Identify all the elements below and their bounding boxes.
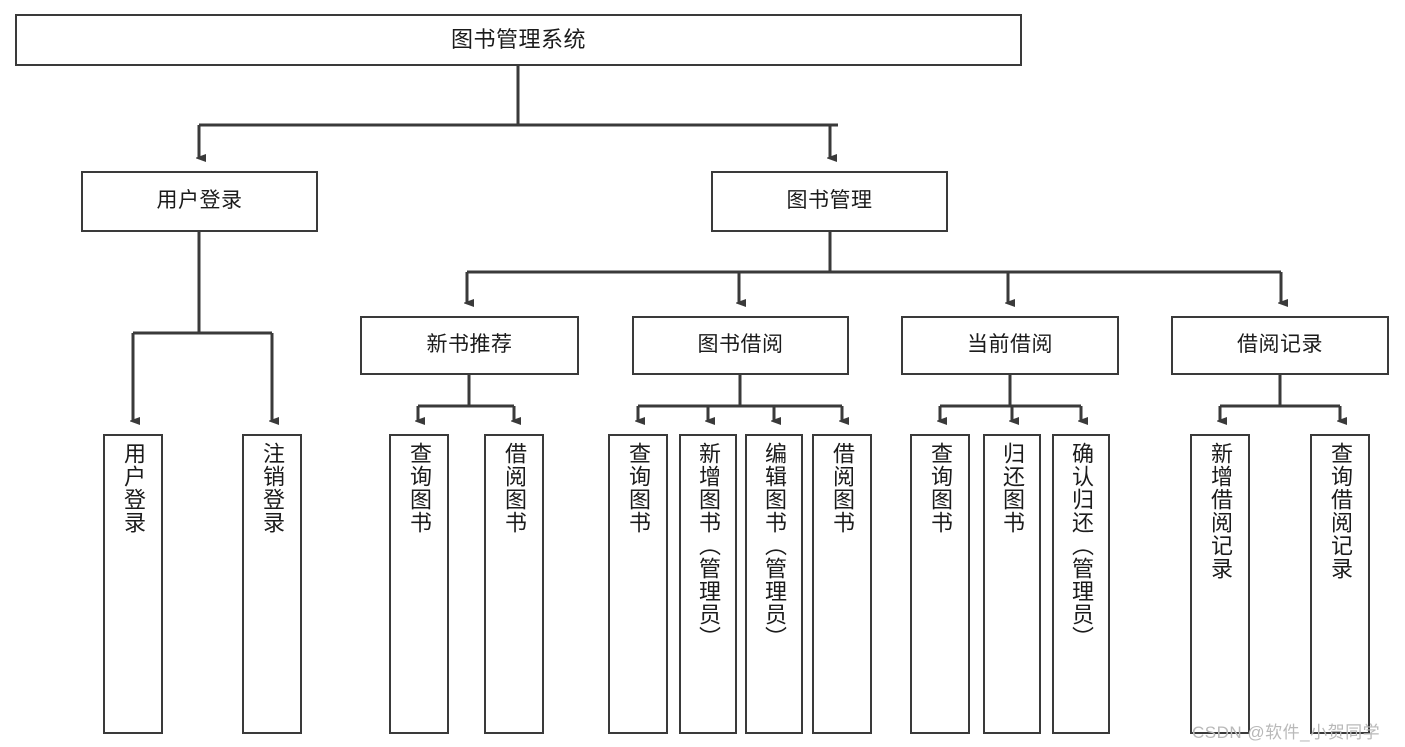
node-leaf-borrow-book-2-label: 借阅图书 bbox=[829, 442, 855, 534]
node-leaf-query-book-1[interactable]: 查询图书 bbox=[389, 434, 449, 734]
node-leaf-query-record-label: 查询借阅记录 bbox=[1327, 442, 1353, 580]
node-leaf-add-book-label: 新增图书（管理员） bbox=[695, 442, 721, 649]
node-new-book-recommend-label: 新书推荐 bbox=[426, 333, 513, 357]
node-leaf-query-book-3-label: 查询图书 bbox=[927, 442, 953, 534]
node-book-manage-label: 图书管理 bbox=[786, 189, 873, 213]
csdn-watermark: CSDN @软件_小贺同学 bbox=[1192, 723, 1381, 742]
node-leaf-query-record[interactable]: 查询借阅记录 bbox=[1310, 434, 1370, 734]
node-book-borrow[interactable]: 图书借阅 bbox=[632, 316, 849, 375]
node-book-borrow-label: 图书借阅 bbox=[697, 333, 784, 357]
node-leaf-query-book-2-label: 查询图书 bbox=[625, 442, 651, 534]
node-leaf-add-record[interactable]: 新增借阅记录 bbox=[1190, 434, 1250, 734]
node-borrow-record-label: 借阅记录 bbox=[1237, 333, 1323, 357]
node-root[interactable]: 图书管理系统 bbox=[15, 14, 1022, 66]
node-leaf-return-book-label: 归还图书 bbox=[999, 442, 1025, 534]
node-book-manage[interactable]: 图书管理 bbox=[711, 171, 948, 232]
node-current-borrow[interactable]: 当前借阅 bbox=[901, 316, 1119, 375]
node-leaf-query-book-2[interactable]: 查询图书 bbox=[608, 434, 668, 734]
node-leaf-query-book-1-label: 查询图书 bbox=[406, 442, 432, 534]
node-leaf-add-book[interactable]: 新增图书（管理员） bbox=[679, 434, 737, 734]
node-leaf-borrow-book-1[interactable]: 借阅图书 bbox=[484, 434, 544, 734]
node-new-book-recommend[interactable]: 新书推荐 bbox=[360, 316, 579, 375]
node-current-borrow-label: 当前借阅 bbox=[967, 333, 1053, 357]
node-leaf-confirm-return-label: 确认归还（管理员） bbox=[1068, 442, 1094, 649]
node-leaf-user-login[interactable]: 用户登录 bbox=[103, 434, 163, 734]
node-leaf-user-logout-label: 注销登录 bbox=[259, 442, 285, 534]
node-user-login-label: 用户登录 bbox=[156, 189, 243, 213]
node-leaf-query-book-3[interactable]: 查询图书 bbox=[910, 434, 970, 734]
node-borrow-record[interactable]: 借阅记录 bbox=[1171, 316, 1389, 375]
node-leaf-return-book[interactable]: 归还图书 bbox=[983, 434, 1041, 734]
node-leaf-user-login-label: 用户登录 bbox=[120, 442, 146, 534]
node-leaf-confirm-return[interactable]: 确认归还（管理员） bbox=[1052, 434, 1110, 734]
node-user-login[interactable]: 用户登录 bbox=[81, 171, 318, 232]
node-leaf-borrow-book-2[interactable]: 借阅图书 bbox=[812, 434, 872, 734]
node-leaf-borrow-book-1-label: 借阅图书 bbox=[501, 442, 527, 534]
node-root-label: 图书管理系统 bbox=[450, 27, 586, 53]
node-leaf-add-record-label: 新增借阅记录 bbox=[1207, 442, 1233, 580]
node-leaf-edit-book-label: 编辑图书（管理员） bbox=[761, 442, 787, 649]
node-leaf-edit-book[interactable]: 编辑图书（管理员） bbox=[745, 434, 803, 734]
node-leaf-user-logout[interactable]: 注销登录 bbox=[242, 434, 302, 734]
